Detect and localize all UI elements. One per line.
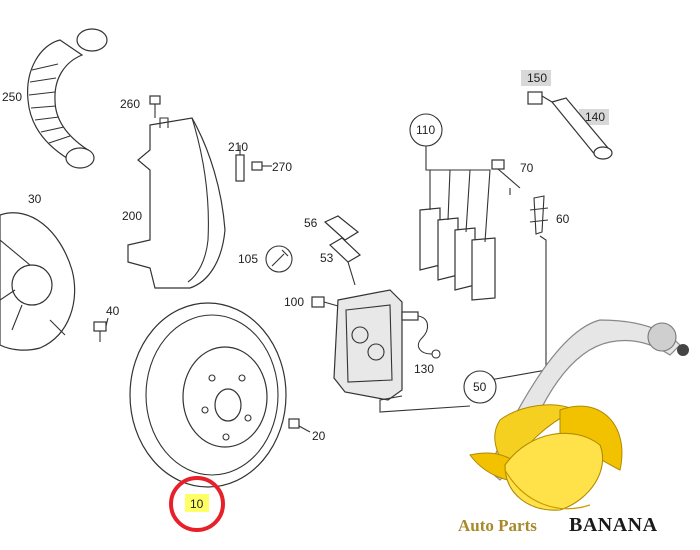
- label-30[interactable]: 30: [28, 192, 42, 206]
- part-dust-shield: [127, 117, 226, 289]
- label-100[interactable]: 100: [284, 295, 304, 309]
- label-50[interactable]: 50: [473, 380, 487, 394]
- label-200[interactable]: 200: [122, 209, 142, 223]
- label-40[interactable]: 40: [106, 304, 120, 318]
- assembly-bracket: [379, 188, 547, 413]
- part-wear-sensor: [401, 311, 441, 359]
- part-guide-pins: [323, 215, 361, 286]
- label-box-150: [521, 70, 551, 86]
- part-spring-clip: [529, 195, 549, 235]
- part-guide-bolt: [527, 91, 613, 160]
- part-screw-100: [311, 296, 339, 308]
- brand-auto-parts: Auto Parts: [458, 516, 537, 535]
- label-130[interactable]: 130: [414, 362, 434, 376]
- banana-logo: [469, 319, 689, 511]
- label-10[interactable]: 10: [190, 497, 204, 511]
- part-backing-plate: [0, 212, 76, 351]
- label-105[interactable]: 105: [238, 252, 258, 266]
- part-bolt-260: [149, 95, 161, 118]
- brand-banana: BANANA: [569, 514, 658, 536]
- label-110[interactable]: 110: [416, 123, 435, 137]
- part-screw-270: [251, 161, 272, 171]
- highlight-box: [185, 494, 209, 512]
- label-60[interactable]: 60: [556, 212, 570, 226]
- wrench-icon: [265, 245, 293, 273]
- label-140[interactable]: 140: [585, 110, 605, 124]
- label-53[interactable]: 53: [320, 251, 334, 265]
- part-clip-210: [235, 145, 245, 182]
- label-150[interactable]: 150: [527, 71, 547, 85]
- label-210[interactable]: 210: [228, 140, 248, 154]
- label-250[interactable]: 250: [2, 90, 22, 104]
- part-caliper: [333, 289, 403, 401]
- part-bolt-40: [93, 317, 109, 342]
- highlight-ring: [169, 476, 225, 532]
- part-brake-disc: [129, 302, 287, 488]
- label-270[interactable]: 270: [272, 160, 292, 174]
- label-70[interactable]: 70: [520, 161, 534, 175]
- part-bolt-70: [491, 159, 521, 189]
- label-box-140: [579, 109, 609, 125]
- label-56[interactable]: 56: [304, 216, 318, 230]
- label-260[interactable]: 260: [120, 97, 140, 111]
- part-brake-pads: [419, 207, 496, 301]
- part-bolt-20: [288, 418, 311, 433]
- part-hose: [27, 28, 108, 169]
- callout-50: [463, 370, 497, 404]
- label-20[interactable]: 20: [312, 429, 326, 443]
